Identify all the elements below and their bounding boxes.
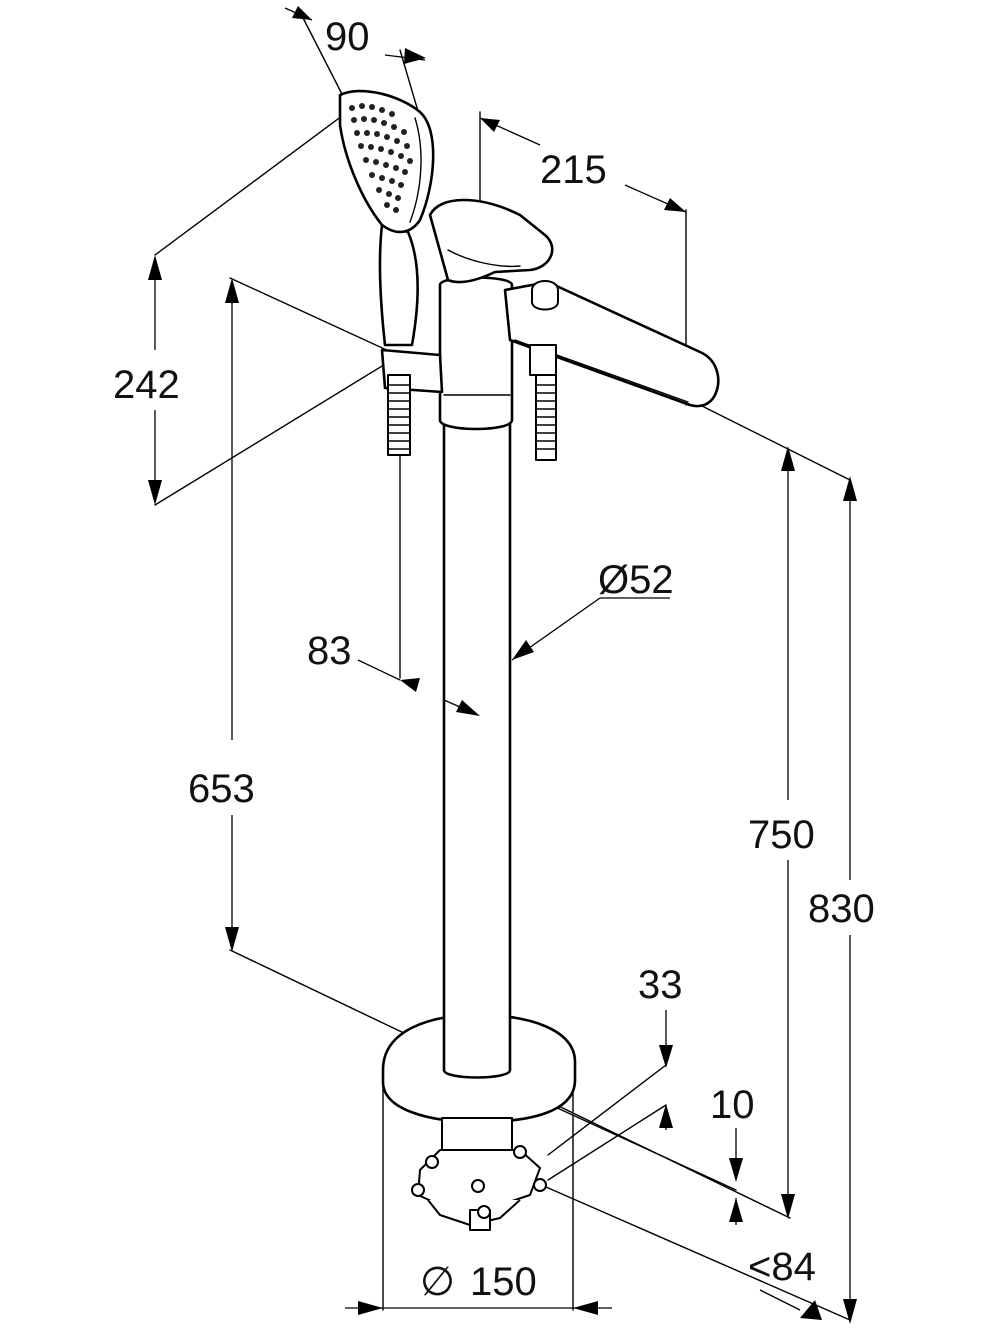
dim-83-label: 83: [307, 629, 352, 673]
upper-body: [438, 276, 514, 431]
diameter-symbol: ∅: [420, 1260, 455, 1304]
dim-33-label: 33: [638, 963, 683, 1007]
spray-nozzles: [349, 103, 413, 213]
diverter-knob: [531, 280, 559, 311]
dimension-labels: 90 215 242 Ø52 83 653 750 830 33 10 <84 …: [113, 15, 875, 1304]
dim-215-label: 215: [540, 148, 607, 192]
dim-10-label: 10: [710, 1083, 755, 1127]
dim-830-label: 830: [808, 887, 875, 931]
lever-handle: [428, 198, 554, 284]
spout: [503, 280, 720, 408]
dim-d52-label: Ø52: [598, 558, 674, 602]
dim-90-label: 90: [325, 15, 370, 59]
dimension-lines: [148, 6, 857, 1324]
column: [442, 418, 512, 1079]
mixer-body: [338, 89, 720, 1231]
left-hose: [387, 374, 411, 456]
dim-242-label: 242: [113, 363, 180, 407]
hand-shower-handle: [378, 223, 419, 347]
dim-84-label: <84: [748, 1245, 816, 1289]
hand-shower-head: [338, 89, 435, 234]
dim-653-label: 653: [188, 767, 255, 811]
right-hose: [529, 344, 557, 461]
dim-750-label: 750: [748, 813, 815, 857]
mounting-flange: [411, 1117, 547, 1231]
dim-150-label: 150: [470, 1260, 537, 1304]
